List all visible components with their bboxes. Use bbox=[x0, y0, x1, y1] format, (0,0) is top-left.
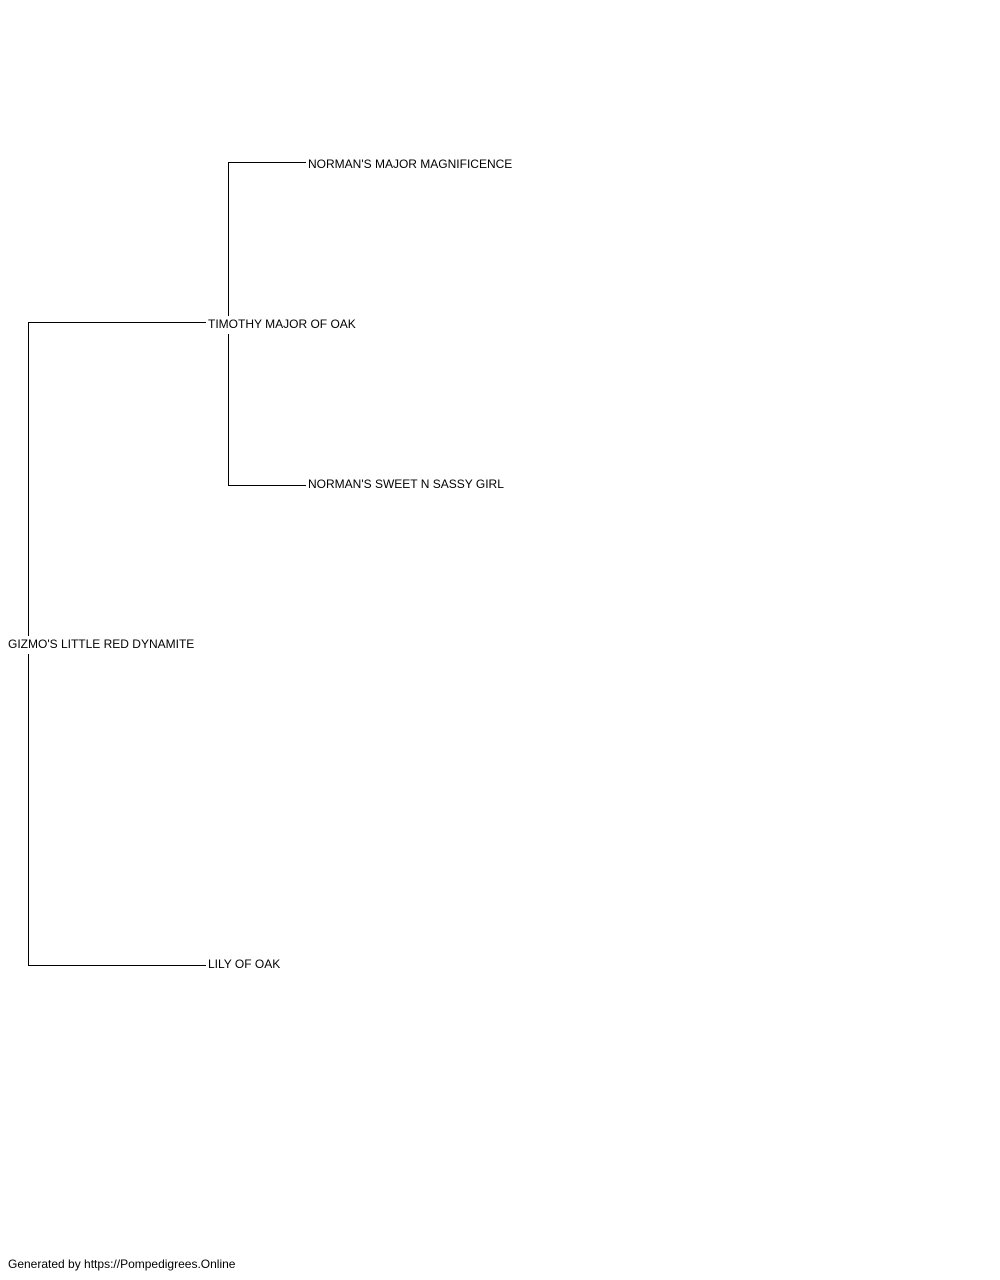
subject-name: GIZMO'S LITTLE RED DYNAMITE bbox=[8, 637, 195, 651]
paternal-granddam-name: NORMAN'S SWEET N SASSY GIRL bbox=[308, 477, 504, 491]
sire-name: TIMOTHY MAJOR OF OAK bbox=[208, 317, 356, 331]
paternal-grandsire-name: NORMAN'S MAJOR MAGNIFICENCE bbox=[308, 157, 513, 171]
dam-name: LILY OF OAK bbox=[208, 957, 281, 971]
generated-by-footer: Generated by https://Pompedigrees.Online bbox=[8, 1257, 236, 1271]
